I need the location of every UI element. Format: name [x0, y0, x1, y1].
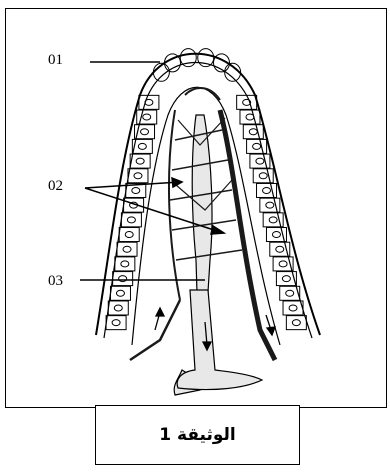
cell-nucleus — [259, 173, 267, 179]
cell-nucleus — [256, 158, 264, 164]
label-01: 01 — [48, 52, 63, 69]
epithelial-cell — [128, 169, 148, 183]
cell-nucleus — [127, 217, 135, 223]
epithelial-cell — [115, 257, 135, 271]
cell-nucleus — [253, 143, 261, 149]
epithelial-cell — [180, 49, 196, 67]
epithelial-cell — [124, 198, 144, 212]
cell-nucleus — [263, 187, 271, 193]
epithelial-cell — [108, 301, 128, 315]
cell-nucleus — [145, 99, 153, 105]
figure-caption: الوثيقة 1 — [159, 425, 236, 445]
label-03: 03 — [48, 273, 63, 290]
cell-nucleus — [279, 261, 287, 267]
epithelial-cell — [139, 95, 159, 109]
cell-nucleus — [276, 246, 284, 252]
cell-nucleus — [121, 261, 129, 267]
cell-nucleus — [269, 217, 277, 223]
cell-nucleus — [249, 129, 257, 135]
epithelial-cell — [130, 154, 150, 168]
epithelial-cell — [286, 316, 306, 330]
cell-nucleus — [132, 187, 140, 193]
cell-nucleus — [114, 305, 122, 311]
cell-nucleus — [112, 320, 120, 326]
cell-nucleus — [292, 320, 300, 326]
cell-nucleus — [123, 246, 131, 252]
cell-nucleus — [266, 202, 274, 208]
epithelial-cell — [119, 228, 139, 242]
cell-nucleus — [125, 232, 133, 238]
cell-nucleus — [246, 114, 254, 120]
cell-nucleus — [116, 290, 124, 296]
cell-nucleus — [272, 232, 280, 238]
cell-nucleus — [282, 276, 290, 282]
epithelial-cell — [113, 272, 133, 286]
epithelial-cell — [283, 301, 303, 315]
epithelial-cell — [243, 125, 263, 139]
epithelial-cell — [164, 54, 180, 72]
lacteal-base — [177, 290, 262, 390]
epithelial-cell — [237, 95, 257, 109]
cell-nucleus — [286, 290, 294, 296]
cell-nucleus — [138, 143, 146, 149]
epithelial-cell — [121, 213, 141, 227]
epithelial-cell — [240, 110, 260, 124]
cell-nucleus — [134, 173, 142, 179]
caption-box: الوثيقة 1 — [95, 405, 300, 465]
epithelial-cell — [110, 286, 130, 300]
epithelial-cell — [106, 316, 126, 330]
cell-nucleus — [141, 129, 149, 135]
epithelial-cell — [247, 139, 267, 153]
cell-nucleus — [289, 305, 297, 311]
epithelial-cell — [276, 272, 296, 286]
epithelial-cell — [117, 242, 137, 256]
label-02: 02 — [48, 178, 63, 195]
cell-nucleus — [136, 158, 144, 164]
cell-nucleus — [143, 114, 151, 120]
